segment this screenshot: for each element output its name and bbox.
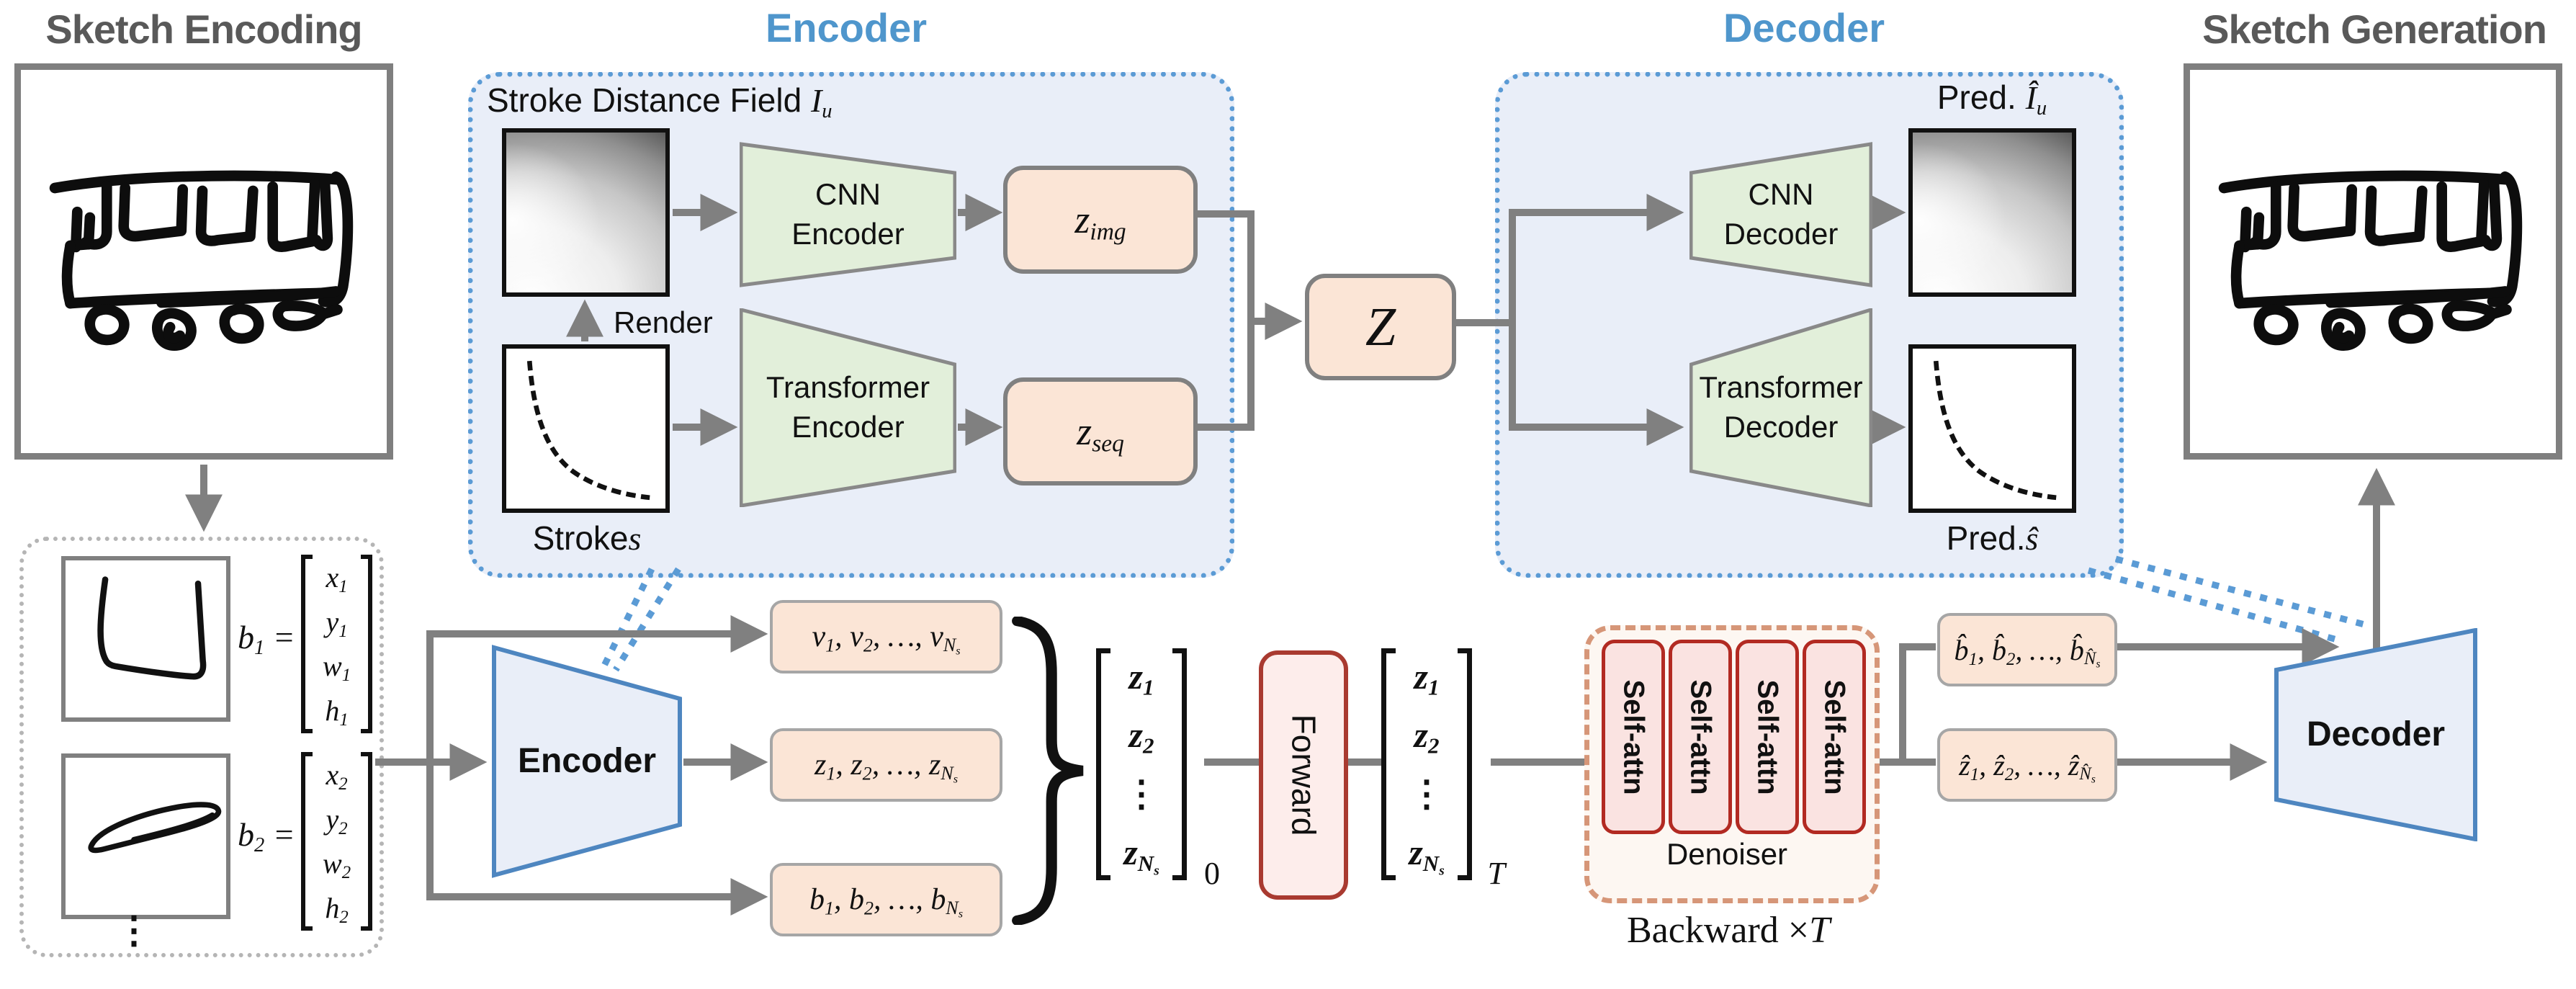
decoder-block-title: Decoder [1723, 5, 1885, 50]
latent-matrix-0: z1 z2 ⋮ zNs 0 [1096, 648, 1220, 891]
encoder-callout-tail-left [600, 568, 655, 668]
grouping-brace [1011, 615, 1089, 926]
b2-equation: b2 = [238, 816, 295, 856]
train-sketch [2190, 70, 2556, 453]
stroke-s-label: Stroke s [532, 519, 642, 557]
matrix-bracket-right [1458, 648, 1472, 880]
sdf-label: Stroke Distance Field Iu [487, 81, 833, 122]
cnn-encoder-label: CNN [815, 177, 881, 212]
matrix-0-subscript: 0 [1204, 856, 1220, 891]
matrix-T-subscript: T [1487, 856, 1505, 891]
self-attn-1: Self-attn [1602, 640, 1665, 834]
stroke-decoder-shape [2276, 630, 2475, 839]
render-label: Render [614, 305, 713, 339]
transformer-encoder-shape [741, 310, 955, 506]
pred-s-label: Pred. ŝ [1946, 519, 2039, 557]
encoder-callout-tail-right [613, 567, 681, 672]
stroke-encoder-label: Encoder [517, 741, 657, 780]
input-sketch-canvas [14, 63, 393, 460]
cnn-decoder-shape [1691, 144, 1871, 285]
denoiser-label: Denoiser [1666, 837, 1788, 871]
transformer-decoder-shape [1691, 310, 1871, 506]
stroke-distance-field-image [502, 128, 670, 297]
z-img-node: zimg [1003, 166, 1198, 274]
stroke-decoder-label: Decoder [2306, 715, 2446, 753]
matrix-bracket-right [1172, 648, 1187, 880]
cnn-decoder-label: CNN [1748, 177, 1814, 212]
b2-vector: x2 y2 w2 h2 [301, 752, 373, 931]
z-hat-row: ẑ1, ẑ2, …, ẑN̂s [1937, 728, 2117, 802]
pred-distance-field-image [1908, 128, 2076, 297]
b1-vector: x1 y1 w1 h1 [301, 555, 373, 733]
self-attn-4: Self-attn [1803, 640, 1866, 834]
v-sequence-row: v1, v2, …, vNs [770, 600, 1002, 673]
matrix-bracket-left [1096, 648, 1110, 880]
b-hat-row: b̂1, b̂2, …, b̂N̂s [1937, 613, 2117, 686]
forward-diffusion-node: Forward [1259, 650, 1348, 900]
transformer-decoder-label: Transformer [1699, 370, 1863, 405]
decoder-callout-tail-right [2114, 555, 2369, 629]
encoder-block-title: Encoder [765, 5, 928, 50]
generated-sketch-canvas [2184, 63, 2562, 460]
b-sequence-row: b1, b2, …, bNs [770, 863, 1002, 936]
forward-label: Forward [1285, 714, 1322, 836]
latent-z-node: Z [1305, 274, 1456, 380]
backward-label: Backward × T [1626, 910, 1831, 951]
sketch-generation-title: Sketch Generation [2202, 6, 2547, 52]
pred-stroke-image [1908, 344, 2076, 513]
cnn-encoder-shape [741, 144, 955, 285]
stroke-thumb-2 [61, 753, 230, 919]
stroke-encoder-shape [494, 648, 680, 875]
bracket-right [361, 752, 373, 931]
decoder-callout-tail-left [2087, 567, 2343, 645]
vertical-ellipsis: ⋮ [115, 910, 153, 952]
bracket-left [301, 555, 313, 733]
sketch-encoding-title: Sketch Encoding [45, 6, 362, 52]
bracket-left [301, 752, 313, 931]
matrix-bracket-left [1381, 648, 1396, 880]
z-seq-node: zseq [1003, 377, 1198, 485]
b1-equation: b1 = [238, 619, 295, 659]
stroke-2-art [88, 802, 222, 854]
self-attn-2: Self-attn [1669, 640, 1732, 834]
stroke-s-image [502, 344, 670, 513]
bracket-right [361, 555, 373, 733]
z-sequence-row: z1, z2, …, zNs [770, 728, 1002, 802]
stroke-1-art [97, 576, 207, 680]
stroke-encoder: Encoder [492, 645, 682, 878]
latent-matrix-T: z1 z2 ⋮ zNs T [1381, 648, 1505, 891]
stroke-decoder: Decoder [2274, 628, 2477, 841]
transformer-encoder-label: Transformer [766, 370, 930, 405]
self-attn-3: Self-attn [1736, 640, 1799, 834]
train-sketch [21, 70, 387, 453]
stroke-thumb-1 [61, 556, 230, 722]
pred-iu-label: Pred. Îu [1937, 79, 2047, 120]
